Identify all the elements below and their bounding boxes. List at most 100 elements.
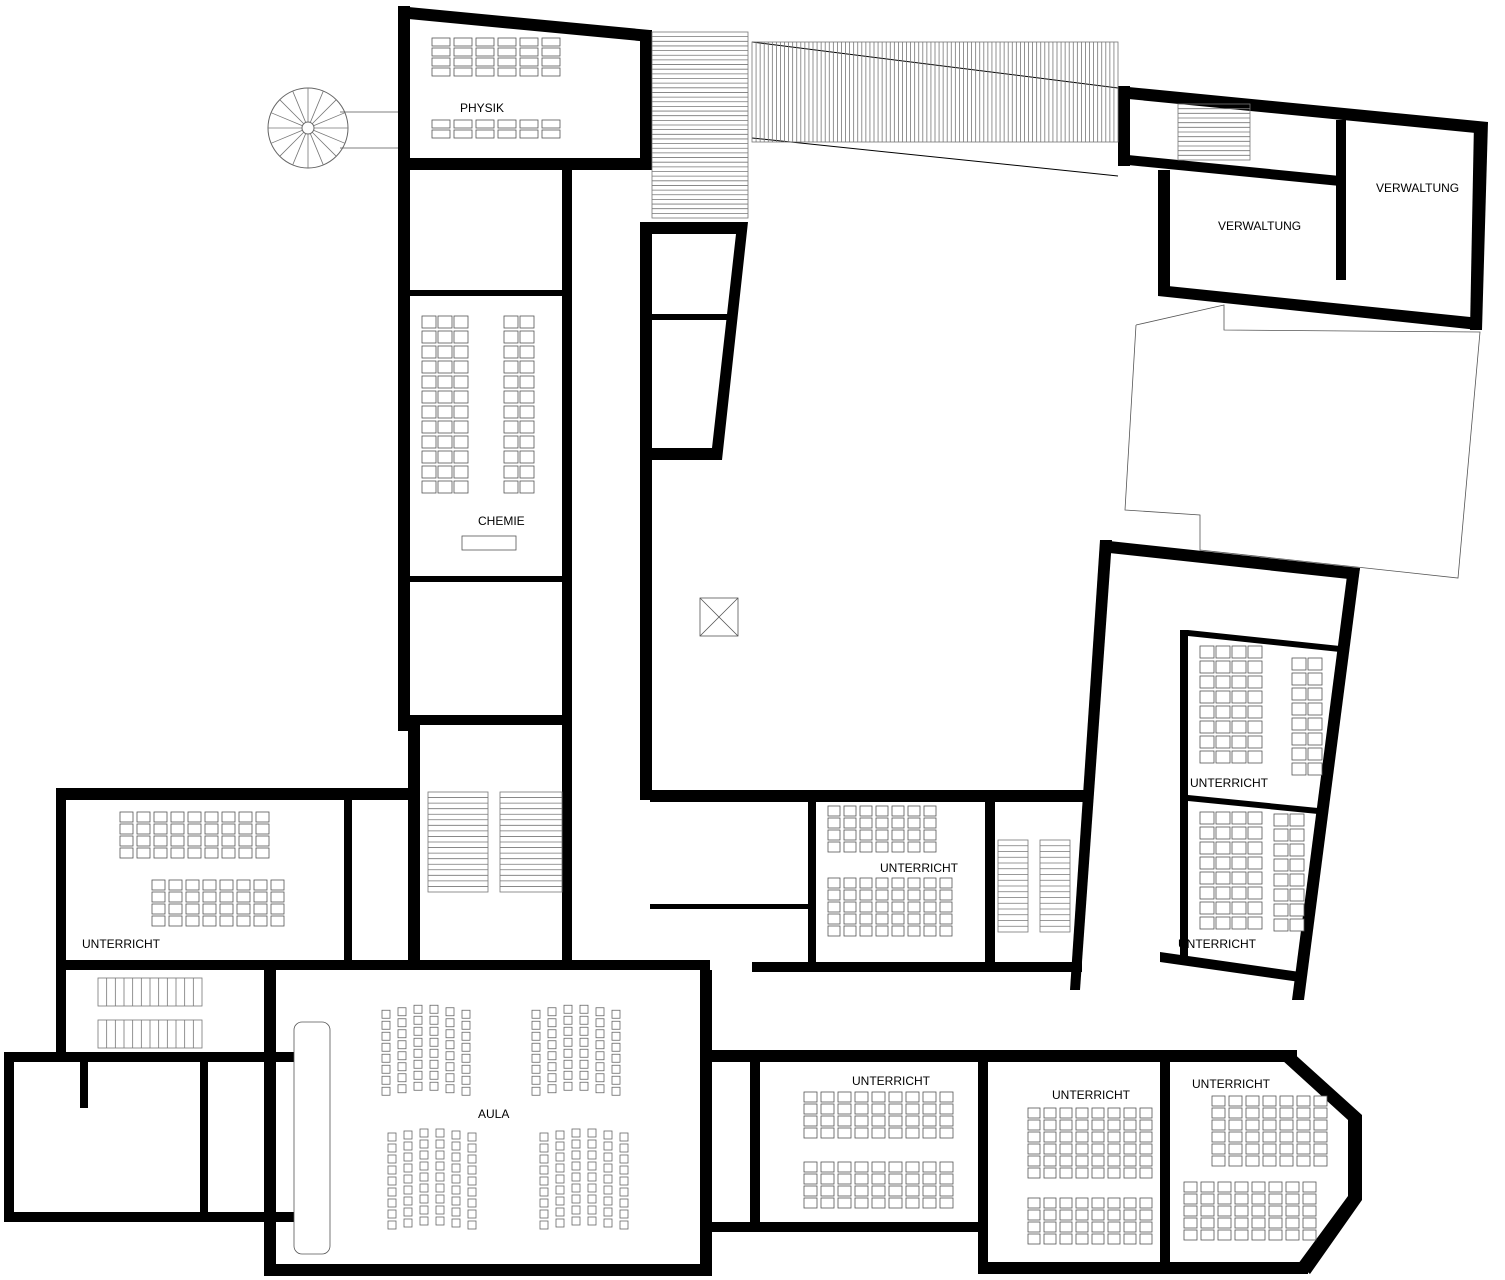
seat [467,1198,477,1208]
desk [891,817,905,829]
desk [437,405,453,419]
seat [579,1059,589,1069]
desk [437,435,453,449]
seat [579,1048,589,1058]
seat [397,1084,407,1094]
desk [1231,886,1247,900]
desk [1139,1209,1153,1221]
spiral-step [270,129,303,144]
desk [854,1185,869,1197]
desk [1231,811,1247,825]
desk [827,805,841,817]
seat [571,1205,581,1215]
desk [1027,1131,1041,1143]
seat [563,1026,573,1036]
desk [1291,687,1307,701]
desk [1043,1221,1057,1233]
desk [1211,1119,1226,1131]
desks-west-top [119,811,270,859]
desk [1247,811,1263,825]
desk [888,1115,903,1127]
seat [419,1216,429,1226]
desk [1262,1143,1277,1155]
desk [1285,1229,1300,1241]
desk [1273,918,1289,932]
desk [1199,856,1215,870]
desk [519,375,535,389]
seat [419,1183,429,1193]
seat [451,1185,461,1195]
desk [1231,841,1247,855]
desk [219,903,234,915]
desk [1199,645,1215,659]
seat [381,1020,391,1030]
desk [475,47,495,57]
desk [1302,1181,1317,1193]
desk [1107,1233,1121,1245]
desk [871,1103,886,1115]
desk [270,879,285,891]
desk [1211,1143,1226,1155]
desk [1307,717,1323,731]
desk [803,1161,818,1173]
desk [905,1127,920,1139]
spiral-step [279,131,305,157]
desk [1215,811,1231,825]
seat [387,1165,397,1175]
desk [1091,1167,1105,1179]
desk [1245,1119,1260,1131]
desk [1291,732,1307,746]
desk [820,1091,835,1103]
desk [923,841,937,853]
desk [1027,1233,1041,1245]
desk [1199,660,1215,674]
seat [611,1009,621,1019]
seat [461,1031,471,1041]
desk [939,889,953,901]
desk [1247,826,1263,840]
desk [1234,1181,1249,1193]
desk [421,360,437,374]
desk [1183,1217,1198,1229]
desk [875,805,889,817]
desk [1215,690,1231,704]
room-label-unterricht-east-upper: UNTERRICHT [1190,776,1269,790]
desk [820,1103,835,1115]
desk [1231,675,1247,689]
desk [803,1091,818,1103]
desk [1291,747,1307,761]
desk [503,375,519,389]
desk [503,480,519,494]
seat [563,1081,573,1091]
desk [221,847,236,859]
desk [803,1103,818,1115]
desk [1217,1181,1232,1193]
desk [541,37,561,47]
desk [1228,1143,1243,1155]
desk [119,811,134,823]
desk [453,465,469,479]
desk [875,829,889,841]
desk [1199,690,1215,704]
desk [837,1115,852,1127]
seats-aula-left-top [381,1004,471,1096]
desk [907,805,921,817]
desk [503,420,519,434]
desk [1199,871,1215,885]
desk [1183,1229,1198,1241]
desk [1215,675,1231,689]
desk [1217,1205,1232,1217]
desks-south2-top [1027,1107,1153,1179]
seat [539,1220,549,1230]
desk [453,37,473,47]
desk [1231,735,1247,749]
desk [519,480,535,494]
desk [923,829,937,841]
desk [519,390,535,404]
seat [595,1029,605,1039]
spiral-step [270,112,303,127]
desk [1043,1107,1057,1119]
desk [1215,886,1231,900]
desk [1091,1143,1105,1155]
seat [435,1205,445,1215]
